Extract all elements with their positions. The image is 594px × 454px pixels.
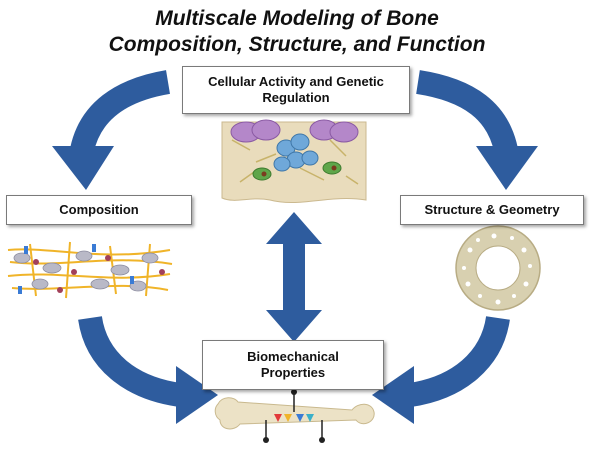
arrow-structure-to-biomechanical: [372, 315, 510, 424]
arrow-cellular-to-composition: [52, 70, 171, 190]
femur-loading-illustration: [214, 389, 375, 443]
arrow-cellular-to-structure: [415, 70, 538, 190]
structure-geometry-box: Structure & Geometry: [400, 195, 584, 225]
cellular-activity-box: Cellular Activity and Genetic Regulation: [182, 66, 410, 114]
biomechanical-properties-label: Biomechanical Properties: [247, 349, 339, 380]
composition-label: Composition: [59, 202, 139, 217]
collagen-network-illustration: [7, 241, 173, 299]
bone-tissue-illustration: [221, 119, 367, 203]
arrow-composition-to-biomechanical: [78, 315, 218, 424]
bone-cross-section-illustration: [455, 225, 541, 311]
biomechanical-properties-box: Biomechanical Properties: [202, 340, 384, 390]
diagram-title-line1: Multiscale Modeling of Bone: [155, 7, 439, 30]
structure-geometry-label: Structure & Geometry: [424, 202, 560, 217]
composition-box: Composition: [6, 195, 192, 225]
diagram-title-line2: Composition, Structure, and Function: [108, 33, 486, 56]
cellular-activity-label: Cellular Activity and Genetic Regulation: [208, 74, 384, 105]
arrow-bidirectional-vertical: [266, 212, 322, 342]
